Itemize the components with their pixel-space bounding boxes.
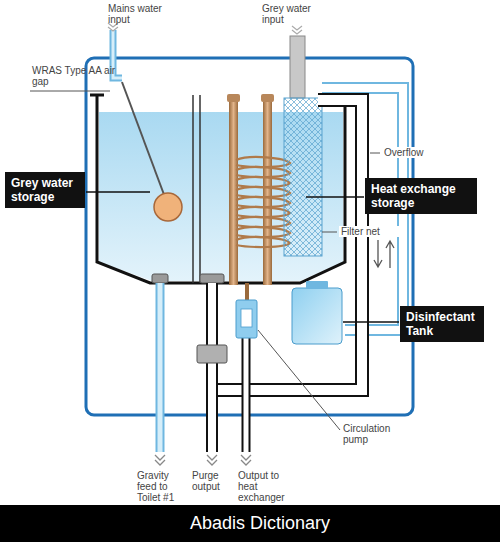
callout-label: Overflow bbox=[382, 147, 446, 158]
leader-line bbox=[86, 191, 150, 193]
purge-pipe bbox=[206, 283, 218, 452]
leader-line bbox=[30, 91, 110, 92]
label-text: Heat exchange storage bbox=[371, 182, 471, 210]
watermark: Abadis Dictionary bbox=[10, 513, 500, 533]
pipe bbox=[192, 95, 194, 283]
callout-label: Mains water input bbox=[108, 3, 178, 25]
flow-arrow bbox=[386, 241, 394, 268]
gravity-feed-pipe bbox=[156, 283, 165, 452]
flow-chevron bbox=[207, 455, 217, 465]
storage-tank bbox=[97, 95, 345, 283]
label-text: Disinfectant Tank bbox=[406, 310, 478, 338]
callout-label: Filter net bbox=[339, 226, 399, 237]
purge-pipe-inner bbox=[208, 283, 216, 452]
flow-chevron bbox=[292, 26, 302, 34]
copper-pipe bbox=[229, 100, 238, 285]
filter-net bbox=[284, 98, 322, 256]
flow-chevron bbox=[241, 455, 251, 465]
pump-window bbox=[241, 309, 252, 327]
coil-winding bbox=[236, 217, 290, 227]
coil-winding bbox=[236, 197, 290, 207]
leader-line bbox=[343, 321, 399, 323]
float-arm bbox=[122, 82, 166, 200]
grey-water-pipe bbox=[290, 36, 305, 98]
coil-winding bbox=[236, 227, 290, 237]
callout-label: Purge output bbox=[192, 470, 234, 492]
copper-pipe bbox=[245, 283, 249, 302]
callout-label: WRAS Type AA air gap bbox=[32, 65, 117, 87]
callout-label: Output to heat exchanger bbox=[238, 470, 280, 503]
coil-winding bbox=[236, 187, 290, 197]
circulation-pump bbox=[236, 300, 257, 338]
pipe bbox=[199, 95, 201, 283]
circulation-pipe bbox=[212, 100, 362, 390]
output-pipe-inner bbox=[244, 338, 249, 452]
tank-lip bbox=[90, 94, 104, 97]
circulation-pipe-inner bbox=[212, 100, 362, 390]
flow-arrow bbox=[374, 240, 382, 267]
callout-label: Circulation pump bbox=[343, 423, 403, 445]
heat-exchange-coil bbox=[236, 157, 290, 247]
float-ball bbox=[154, 193, 182, 221]
fitting bbox=[152, 274, 168, 283]
purge-valve bbox=[197, 345, 227, 363]
label-box: Grey water storage bbox=[5, 172, 85, 208]
flow-chevron bbox=[155, 455, 165, 465]
copper-pipe bbox=[263, 100, 272, 285]
label-text: Grey water storage bbox=[11, 176, 79, 204]
tank-cap bbox=[306, 281, 328, 289]
coil-winding bbox=[236, 237, 290, 247]
fitting bbox=[200, 274, 224, 283]
coil-winding bbox=[236, 177, 290, 187]
callout-label: Grey water input bbox=[262, 3, 332, 25]
label-box: Heat exchange storage bbox=[365, 178, 477, 214]
output-pipe bbox=[242, 338, 251, 452]
leader-line bbox=[322, 232, 337, 233]
disinfectant-tank bbox=[292, 288, 342, 344]
coil-winding bbox=[236, 207, 290, 217]
leader-line bbox=[306, 196, 364, 198]
leader-line bbox=[370, 153, 380, 154]
coil-winding bbox=[236, 167, 290, 177]
pipe-cap bbox=[261, 94, 274, 102]
callout-label: Gravity feed to Toilet #1 bbox=[137, 470, 187, 503]
leader-line bbox=[258, 330, 340, 430]
label-box: Disinfectant Tank bbox=[400, 306, 484, 342]
pipe-cap bbox=[227, 94, 240, 102]
gravity-feed-pipe-inner bbox=[158, 283, 163, 452]
coil-winding bbox=[236, 157, 290, 167]
